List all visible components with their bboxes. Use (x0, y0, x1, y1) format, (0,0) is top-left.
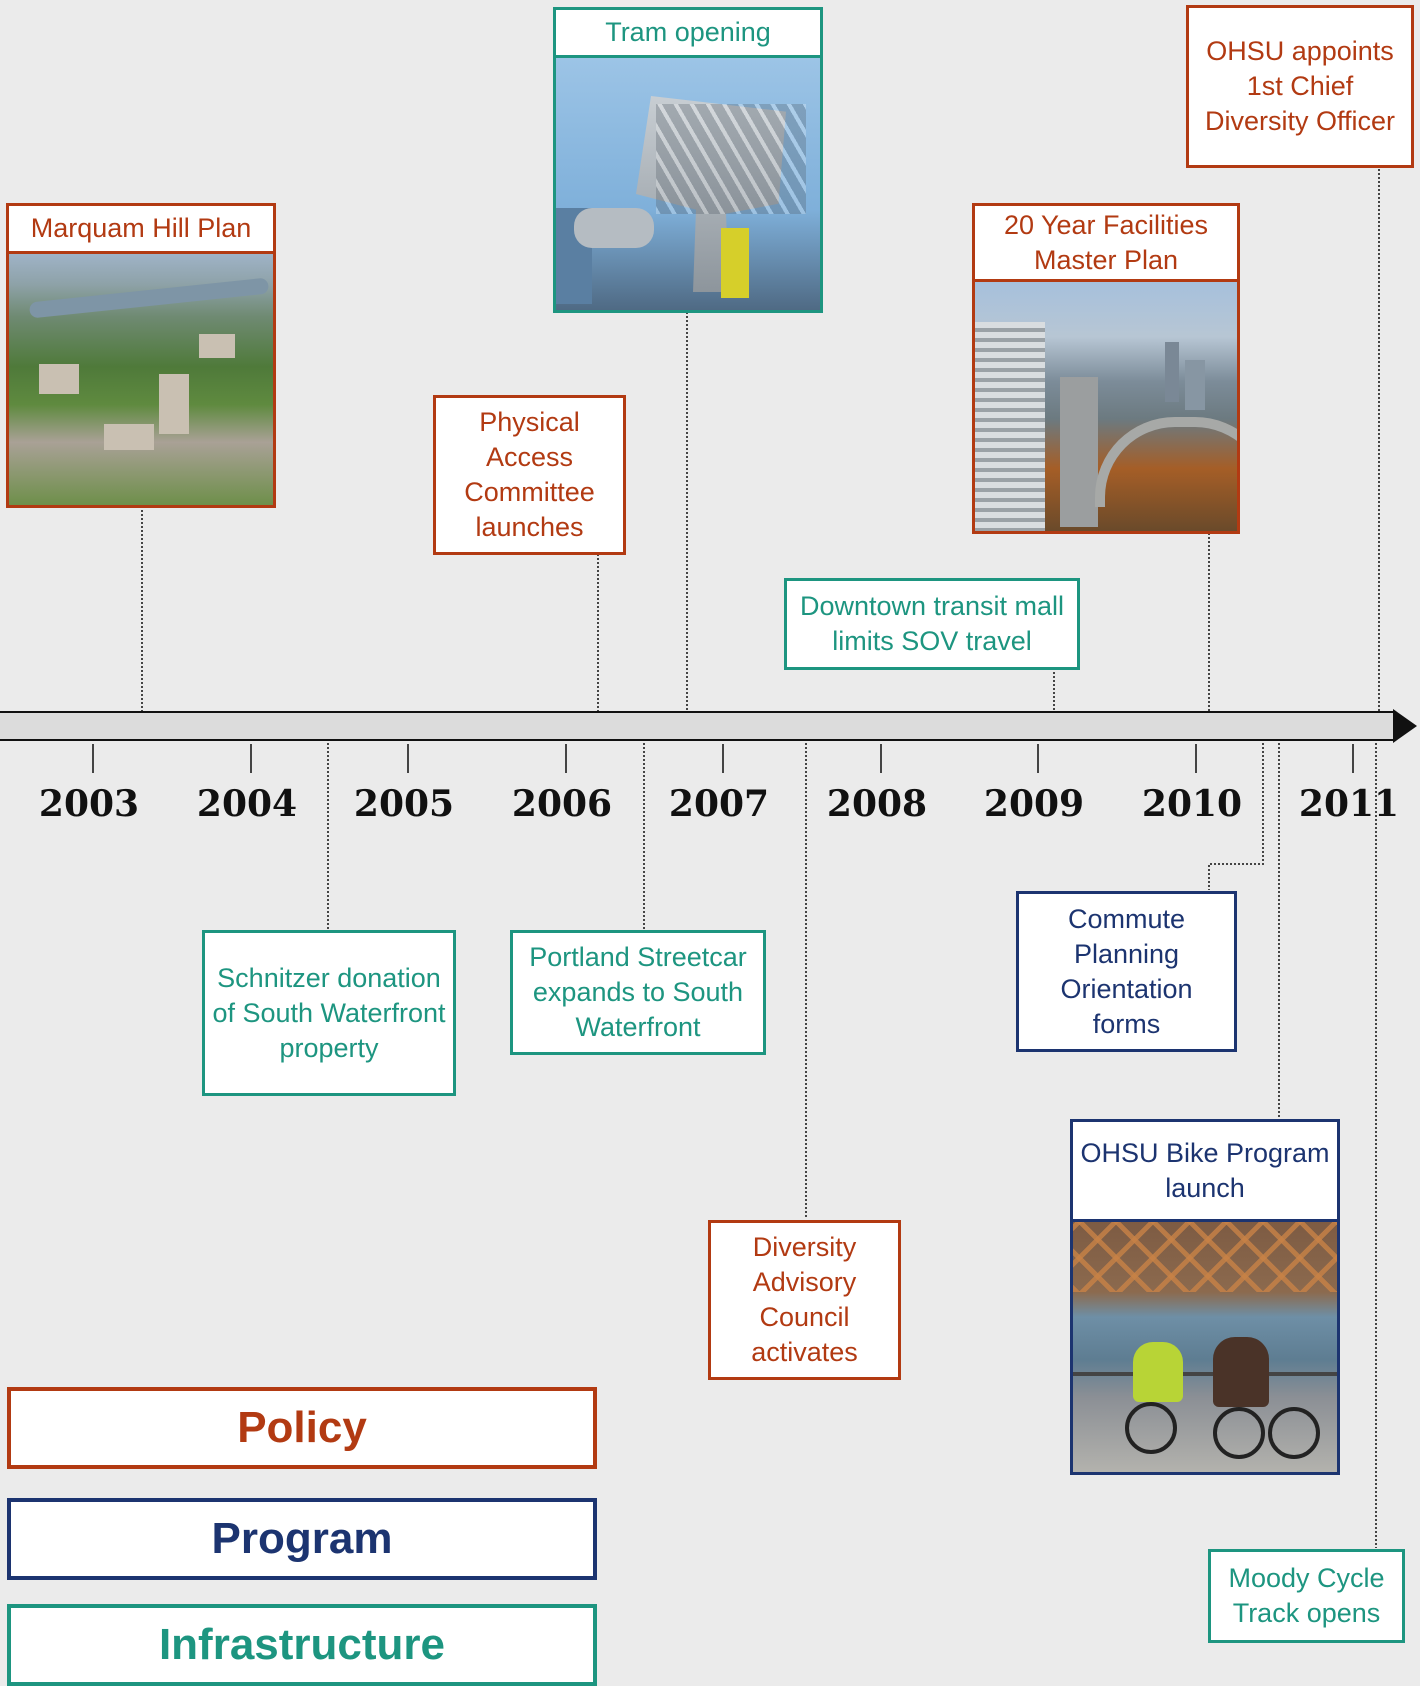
event-physical-access-committee: Physical Access Committee launches (433, 395, 626, 555)
event-chief-diversity-officer: OHSU appoints 1st Chief Diversity Office… (1186, 5, 1414, 168)
event-label: 20 Year Facilities Master Plan (975, 206, 1237, 282)
event-label: Moody Cycle Track opens (1228, 1563, 1385, 1628)
event-downtown-transit-mall: Downtown transit mall limits SOV travel (784, 578, 1080, 670)
tick-2009 (1037, 744, 1039, 773)
year-label: 2010 (1141, 783, 1243, 825)
event-label: Physical Access Committee launches (464, 407, 595, 542)
event-label: OHSU appoints 1st Chief Diversity Office… (1204, 36, 1396, 136)
event-label: Tram opening (556, 10, 820, 58)
event-label: Downtown transit mall limits SOV travel (799, 591, 1065, 656)
aerial-campus-photo (9, 254, 273, 505)
tick-2004 (250, 744, 252, 773)
event-bike-program: OHSU Bike Program launch (1070, 1119, 1340, 1475)
year-label: 2007 (668, 783, 770, 825)
cyclists-bridge-photo (1073, 1222, 1337, 1472)
event-schnitzer-donation: Schnitzer donation of South Waterfront p… (202, 930, 456, 1096)
tick-2006 (565, 744, 567, 773)
event-facilities-master-plan: 20 Year Facilities Master Plan (972, 203, 1240, 534)
connector-commute (1208, 743, 1264, 890)
timeline-arrow-icon (1393, 709, 1417, 743)
year-label: 2008 (826, 783, 928, 825)
year-label: 2009 (983, 783, 1085, 825)
event-moody-cycle-track: Moody Cycle Track opens (1208, 1549, 1405, 1643)
year-label: 2005 (353, 783, 455, 825)
year-label: 2006 (511, 783, 613, 825)
event-commute-planning: Commute Planning Orientation forms (1016, 891, 1237, 1052)
tick-2008 (880, 744, 882, 773)
legend-program: Program (7, 1498, 597, 1580)
city-skyline-photo (975, 282, 1237, 531)
tick-2007 (722, 744, 724, 773)
tick-2005 (407, 744, 409, 773)
event-label: Commute Planning Orientation forms (1060, 903, 1193, 1039)
event-label: Schnitzer donation of South Waterfront p… (212, 962, 446, 1063)
event-diversity-advisory-council: Diversity Advisory Council activates (708, 1220, 901, 1380)
tick-2011 (1352, 744, 1354, 773)
legend-infrastructure: Infrastructure (7, 1604, 597, 1686)
tick-2003 (92, 744, 94, 773)
event-tram-opening: Tram opening (553, 7, 823, 313)
event-label: Marquam Hill Plan (9, 206, 273, 254)
event-label: Diversity Advisory Council activates (751, 1232, 858, 1367)
event-label: OHSU Bike Program launch (1073, 1122, 1337, 1222)
year-label: 2004 (196, 783, 298, 825)
year-label: 2003 (38, 783, 140, 825)
tram-station-photo (556, 58, 820, 310)
event-marquam-hill-plan: Marquam Hill Plan (6, 203, 276, 508)
year-label: 2011 (1298, 783, 1400, 825)
tick-2010 (1195, 744, 1197, 773)
event-portland-streetcar: Portland Streetcar expands to South Wate… (510, 930, 766, 1055)
legend-policy: Policy (7, 1387, 597, 1469)
timeline-axis (0, 711, 1393, 741)
event-label: Portland Streetcar expands to South Wate… (529, 942, 747, 1042)
